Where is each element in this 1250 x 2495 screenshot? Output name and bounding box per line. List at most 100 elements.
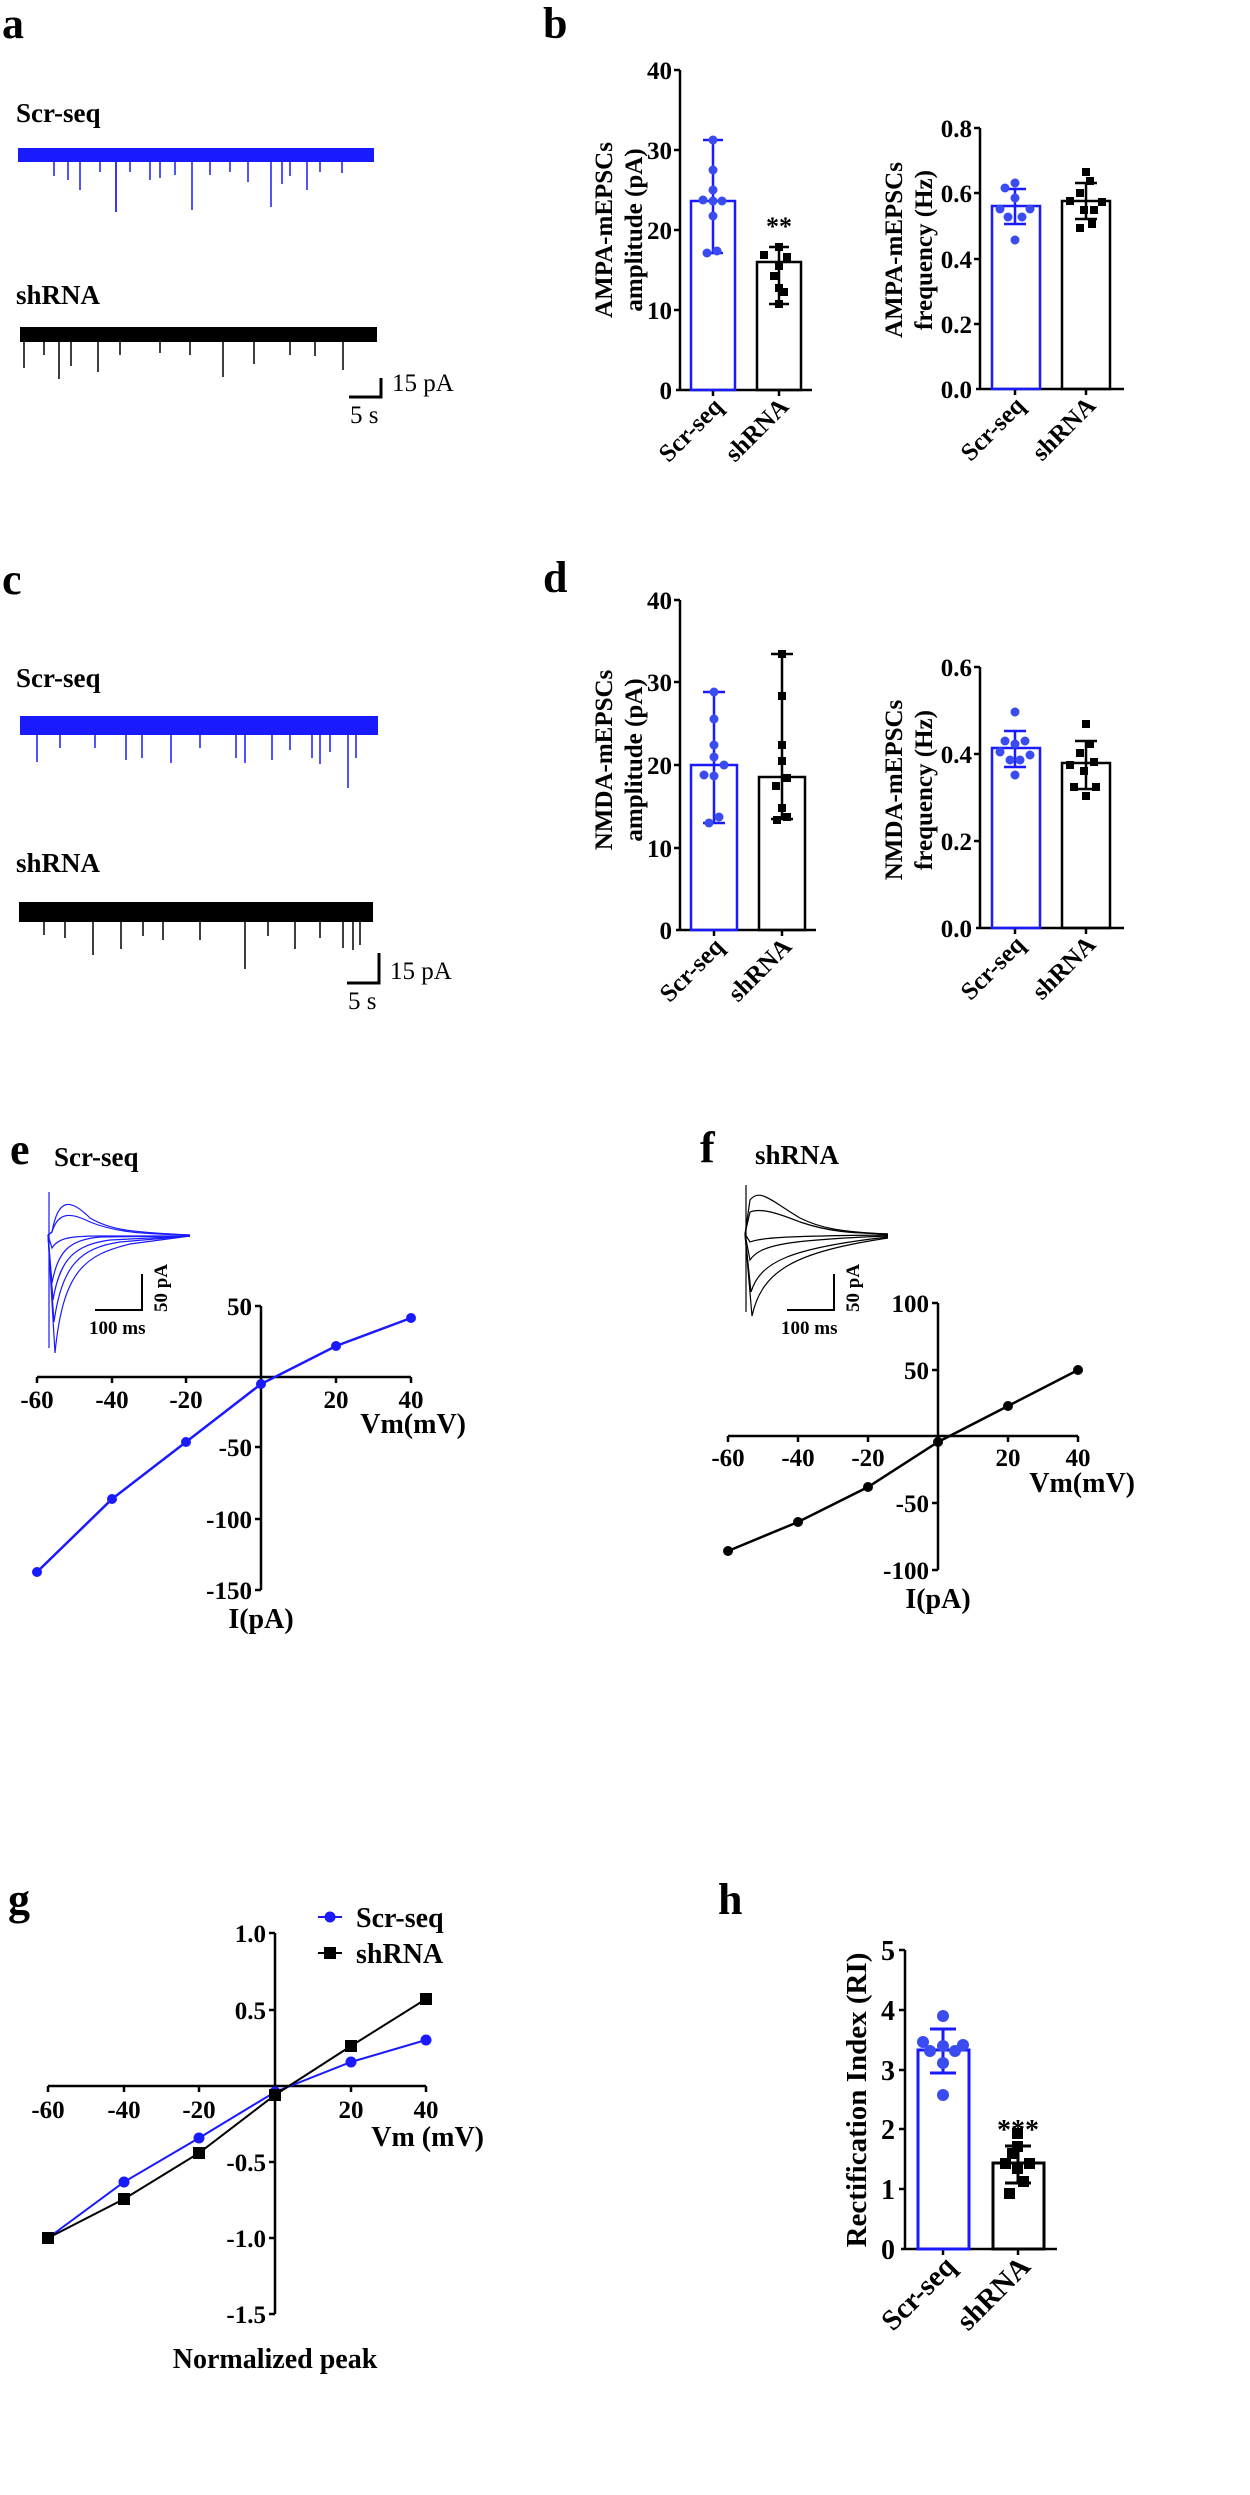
y-axis-label: I(pA) — [228, 1604, 293, 1635]
trace-label-scr-seq: Scr-seq — [16, 663, 101, 693]
series-scr-seq — [47, 2039, 427, 2239]
panel-letter-h: h — [718, 1875, 743, 1924]
inset-scale-bar-f — [787, 1274, 835, 1311]
svg-text:-1.5: -1.5 — [226, 2302, 266, 2329]
svg-text:-20: -20 — [169, 1387, 202, 1414]
svg-text:-0.5: -0.5 — [226, 2150, 266, 2177]
significance-marker: *** — [997, 2115, 1039, 2146]
svg-text:-40: -40 — [107, 2097, 140, 2124]
svg-text:shRNA: shRNA — [1027, 392, 1101, 466]
y-axis-label: I(pA) — [905, 1584, 970, 1615]
svg-text:10: 10 — [647, 298, 672, 325]
svg-text:-1.0: -1.0 — [226, 2226, 266, 2253]
y-axis-label: Normalized peak — [173, 2344, 378, 2375]
trace-label-shrna: shRNA — [16, 848, 101, 878]
svg-text:-60: -60 — [711, 1445, 744, 1472]
svg-text:shRNA: shRNA — [1027, 931, 1101, 1005]
trace-label-scr-seq: Scr-seq — [16, 98, 101, 128]
svg-text:20: 20 — [996, 1445, 1021, 1472]
svg-text:1: 1 — [881, 2175, 895, 2206]
panel-letter-g: g — [8, 1875, 30, 1924]
svg-text:50: 50 — [227, 1294, 252, 1321]
svg-text:-40: -40 — [781, 1445, 814, 1472]
svg-text:-100: -100 — [883, 1558, 929, 1585]
svg-text:-50: -50 — [896, 1491, 929, 1518]
svg-text:0.4: 0.4 — [941, 247, 973, 274]
chart-rectification-index: Rectification Index (RI) 543 210 — [841, 1936, 1057, 2337]
svg-text:2: 2 — [881, 2115, 895, 2146]
scale-bar-c — [347, 953, 381, 985]
svg-text:shRNA: shRNA — [723, 933, 797, 1007]
svg-text:0.0: 0.0 — [941, 916, 972, 943]
panel-letter-f: f — [700, 1123, 715, 1172]
inset-traces-shrna — [744, 1185, 889, 1317]
svg-text:4: 4 — [881, 1996, 895, 2027]
svg-text:0.5: 0.5 — [235, 1998, 266, 2025]
legend-label-scr-seq: Scr-seq — [356, 1903, 444, 1934]
svg-text:-150: -150 — [206, 1578, 252, 1605]
scale-label-current: 15 pA — [390, 958, 452, 985]
svg-text:10: 10 — [647, 836, 672, 863]
svg-text:0.4: 0.4 — [941, 742, 973, 769]
x-axis-label: Vm(mV) — [1029, 1468, 1135, 1499]
y-axis-label: Rectification Index (RI) — [841, 1953, 873, 2248]
panel-letter-e: e — [10, 1125, 30, 1174]
svg-text:0: 0 — [660, 918, 673, 945]
inset-scale-current: 50 pA — [843, 1264, 864, 1312]
svg-text:0.2: 0.2 — [941, 829, 972, 856]
svg-text:40: 40 — [647, 588, 672, 615]
svg-text:40: 40 — [647, 58, 672, 85]
x-axis-label: Vm(mV) — [360, 1409, 466, 1440]
svg-text:-50: -50 — [219, 1435, 252, 1462]
svg-text:0.2: 0.2 — [941, 312, 972, 339]
svg-text:0.6: 0.6 — [941, 655, 972, 682]
svg-text:1.0: 1.0 — [235, 1921, 266, 1948]
svg-text:-60: -60 — [20, 1387, 53, 1414]
svg-text:shRNA: shRNA — [951, 2250, 1037, 2336]
svg-text:0: 0 — [660, 378, 673, 405]
panel-letter-c: c — [2, 555, 22, 604]
series-shrna — [47, 1998, 427, 2239]
scale-bar-a — [349, 378, 383, 399]
panel-letter-a: a — [2, 0, 24, 48]
svg-text:0.6: 0.6 — [941, 181, 972, 208]
scale-label-time: 5 s — [348, 988, 377, 1015]
svg-text:5: 5 — [881, 1936, 895, 1967]
iv-title-shrna: shRNA — [755, 1140, 840, 1170]
svg-text:-20: -20 — [182, 2097, 215, 2124]
svg-text:40: 40 — [1066, 1445, 1091, 1472]
svg-text:40: 40 — [399, 1387, 424, 1414]
svg-text:100: 100 — [892, 1291, 930, 1318]
scale-label-current: 15 pA — [392, 370, 454, 397]
significance-marker: ** — [766, 212, 792, 241]
inset-traces-scr-seq — [47, 1192, 191, 1354]
trace-scr-seq-ampa — [18, 148, 374, 212]
svg-text:30: 30 — [647, 670, 672, 697]
svg-text:20: 20 — [647, 753, 672, 780]
legend: Scr-seq shRNA — [318, 1903, 444, 1970]
trace-label-shrna: shRNA — [16, 280, 101, 310]
svg-text:-40: -40 — [95, 1387, 128, 1414]
svg-text:20: 20 — [647, 218, 672, 245]
svg-text:0.8: 0.8 — [941, 116, 972, 143]
inset-scale-current: 50 pA — [151, 1264, 172, 1312]
legend-label-shrna: shRNA — [356, 1939, 444, 1970]
scale-label-time: 5 s — [350, 402, 379, 429]
svg-text:50: 50 — [904, 1358, 929, 1385]
inset-scale-time: 100 ms — [781, 1318, 837, 1339]
svg-text:shRNA: shRNA — [720, 393, 794, 467]
panel-letter-b: b — [543, 0, 568, 48]
trace-scr-seq-nmda — [20, 716, 378, 788]
svg-text:3: 3 — [881, 2056, 895, 2087]
svg-text:20: 20 — [324, 1387, 349, 1414]
svg-text:0.0: 0.0 — [941, 377, 972, 404]
